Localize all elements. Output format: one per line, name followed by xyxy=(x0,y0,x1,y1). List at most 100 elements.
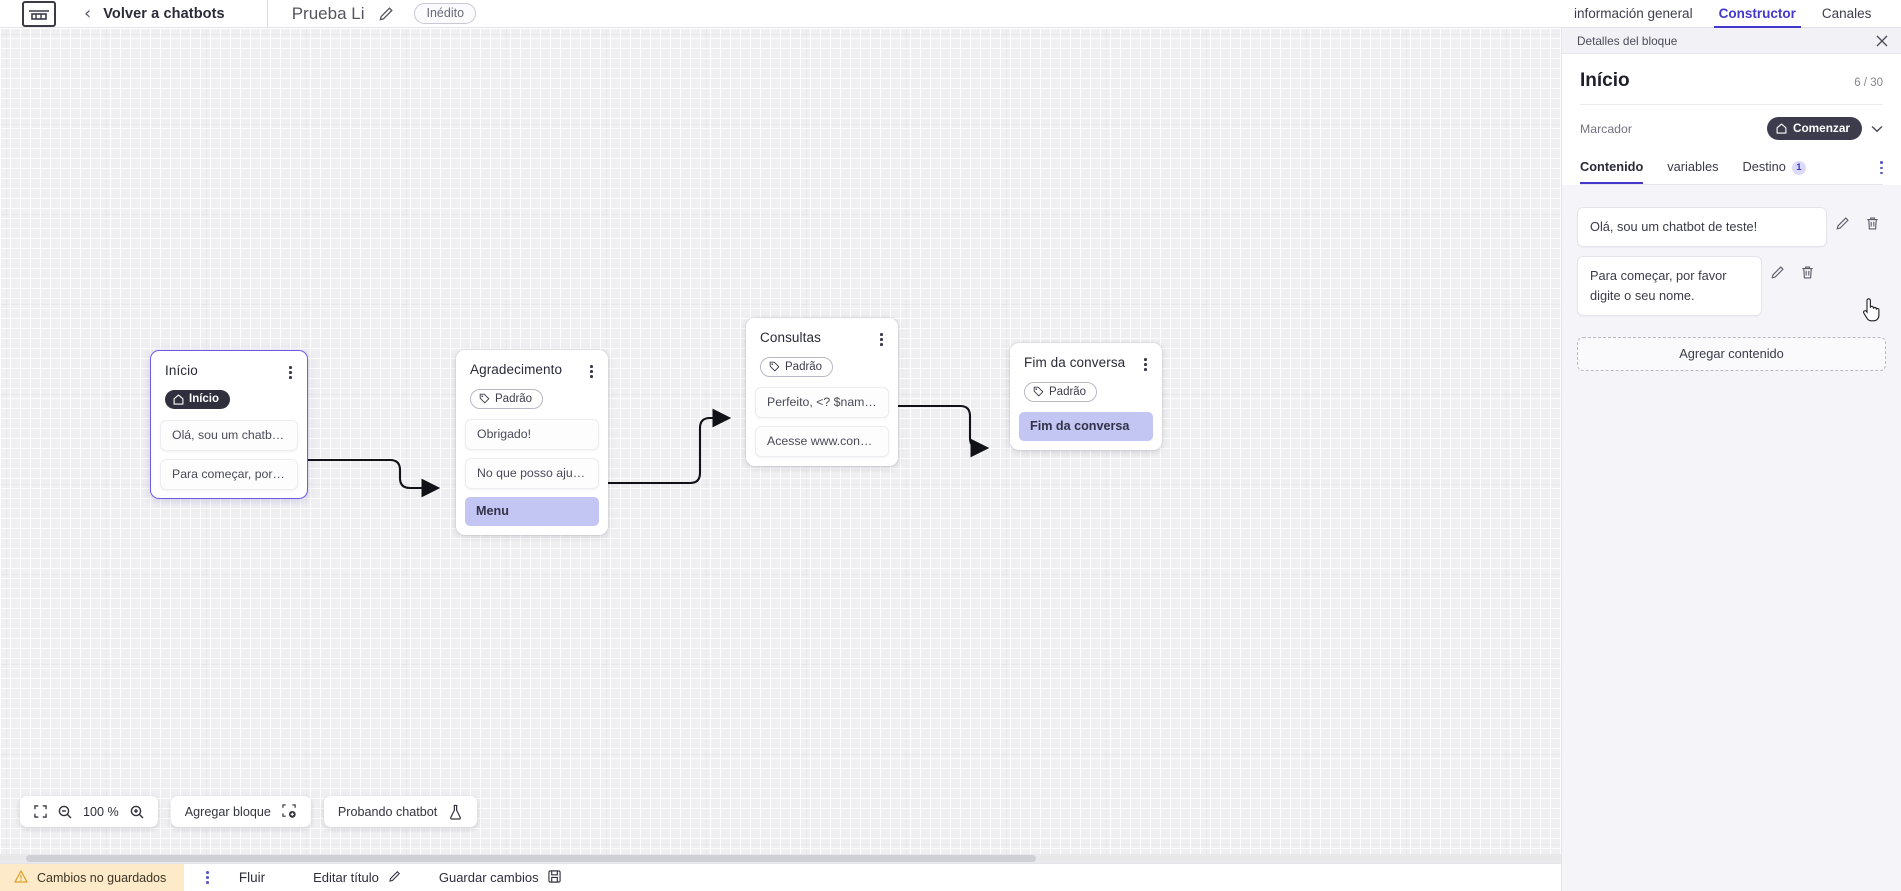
marcador-row: Marcador Comenzar xyxy=(1580,105,1883,152)
flow-node-fim-da-conversa[interactable]: Fim da conversa Padrão Fim da conversa xyxy=(1010,343,1162,451)
node-title: Fim da conversa xyxy=(1024,355,1126,370)
top-bar: ‹ Volver a chatbots Prueba Li Inédito xyxy=(0,0,1561,31)
block-details-panel: Detalles del bloque Início 6 / 30 Marcad… xyxy=(1561,28,1901,891)
pencil-icon xyxy=(388,870,401,886)
node-row-message[interactable]: Obrigado! xyxy=(465,419,599,451)
node-menu-button[interactable] xyxy=(878,330,885,349)
zoom-out-icon[interactable] xyxy=(58,805,72,819)
add-block-button[interactable]: Agregar bloque xyxy=(170,796,311,827)
content-item-text[interactable]: Para começar, por favor digite o seu nom… xyxy=(1577,256,1762,316)
chevron-left-icon[interactable]: ‹ xyxy=(84,2,92,24)
status-badge: Inédito xyxy=(414,3,477,24)
test-chatbot-label: Probando chatbot xyxy=(337,804,438,819)
back-to-chatbots-link[interactable]: Volver a chatbots xyxy=(103,5,225,22)
panel-tab-variables[interactable]: variables xyxy=(1667,159,1719,175)
node-row-action[interactable]: Fim da conversa xyxy=(1019,412,1153,442)
home-icon xyxy=(1776,123,1787,134)
panel-block-title: Início xyxy=(1580,70,1630,91)
tab-informacion-general[interactable]: información general xyxy=(1574,6,1693,21)
node-rows: Olá, sou um chatbot de teste! Para começ… xyxy=(151,410,307,490)
footer-tab-fluir[interactable]: Fluir xyxy=(229,865,275,891)
content-item: Olá, sou um chatbot de teste! xyxy=(1577,206,1887,248)
node-menu-button[interactable] xyxy=(588,362,595,381)
node-rows: Perfeito, <? $name ?>! Acesse www.consul… xyxy=(746,377,898,458)
panel-title-row: Início 6 / 30 xyxy=(1580,54,1883,105)
add-block-label: Agregar bloque xyxy=(184,804,271,819)
edit-title-button[interactable]: Editar título xyxy=(313,870,401,886)
node-badge-padrao: Padrão xyxy=(1024,381,1098,403)
chevron-down-icon[interactable] xyxy=(1871,122,1883,136)
node-row-message[interactable]: Acesse www.consultas.com par... xyxy=(755,426,889,458)
node-title: Agradecimento xyxy=(470,362,563,377)
content-item-text[interactable]: Olá, sou um chatbot de teste! xyxy=(1577,206,1827,248)
panel-tab-destino-count: 1 xyxy=(1791,160,1806,175)
node-rows: Fim da conversa xyxy=(1010,402,1162,442)
footer-bar: Cambios no guardados Fluir Editar título… xyxy=(0,863,1561,891)
panel-body: Início 6 / 30 Marcador Comenzar Contenid… xyxy=(1562,54,1901,185)
flow-canvas[interactable]: Início Início Olá, sou um chatbot de tes… xyxy=(0,28,1561,863)
node-row-action[interactable]: Menu xyxy=(465,497,599,527)
tab-canales[interactable]: Canales xyxy=(1821,6,1872,21)
node-menu-button[interactable] xyxy=(1142,355,1149,374)
zoom-in-icon[interactable] xyxy=(130,805,144,819)
zoom-controls: 100 % xyxy=(20,796,158,827)
node-row-message[interactable]: No que posso ajudar, <? $name ... xyxy=(465,458,599,490)
panel-tabs-menu-button[interactable] xyxy=(1880,161,1883,175)
add-block-icon xyxy=(282,804,297,819)
marcador-control[interactable]: Comenzar xyxy=(1766,117,1883,140)
trash-icon[interactable] xyxy=(1857,207,1887,231)
node-badge-inicio: Início xyxy=(165,389,231,410)
pencil-icon[interactable] xyxy=(1827,207,1857,231)
content-item: Para começar, por favor digite o seu nom… xyxy=(1577,256,1887,316)
panel-content-list: Olá, sou um chatbot de teste! Para começ… xyxy=(1562,185,1901,316)
panel-tabs: Contenido variables Destino 1 xyxy=(1580,152,1883,185)
save-icon xyxy=(547,869,561,886)
node-title: Consultas xyxy=(760,330,821,345)
flow-node-inicio[interactable]: Início Início Olá, sou um chatbot de tes… xyxy=(150,350,308,499)
node-badges: Padrão xyxy=(1010,374,1162,403)
panel-tab-destino[interactable]: Destino 1 xyxy=(1730,152,1817,184)
close-icon[interactable] xyxy=(1875,34,1889,48)
home-icon xyxy=(173,394,184,405)
node-header: Início xyxy=(151,351,307,382)
pencil-icon[interactable] xyxy=(1762,256,1792,280)
panel-tab-contenido[interactable]: Contenido xyxy=(1580,152,1655,185)
node-rows: Obrigado! No que posso ajudar, <? $name … xyxy=(456,409,608,527)
node-badges: Início xyxy=(151,382,307,410)
flask-icon xyxy=(448,804,463,820)
zoom-level: 100 % xyxy=(83,804,119,819)
flow-node-consultas[interactable]: Consultas Padrão Perfeito, <? $name ?>! … xyxy=(746,318,898,467)
marcador-label: Marcador xyxy=(1580,121,1632,136)
node-row-message[interactable]: Olá, sou um chatbot de teste! xyxy=(160,419,298,451)
warning-icon xyxy=(14,869,28,886)
node-title: Início xyxy=(165,363,198,378)
node-row-message[interactable]: Para começar, por favor digite o ... xyxy=(160,458,298,490)
tab-constructor[interactable]: Constructor xyxy=(1706,6,1809,28)
trash-icon[interactable] xyxy=(1792,256,1822,280)
unsaved-changes-banner: Cambios no guardados xyxy=(0,863,185,891)
node-badges: Padrão xyxy=(746,349,898,378)
divider xyxy=(266,0,268,31)
tag-icon xyxy=(1033,387,1044,397)
test-chatbot-button[interactable]: Probando chatbot xyxy=(323,796,478,827)
pencil-icon[interactable] xyxy=(378,6,394,22)
footer-menu-button[interactable] xyxy=(206,871,209,884)
flow-node-agradecimento[interactable]: Agradecimento Padrão Obrigado! No que po… xyxy=(456,350,608,536)
save-changes-label: Guardar cambios xyxy=(438,870,539,885)
marcador-badge-comenzar[interactable]: Comenzar xyxy=(1766,117,1862,140)
panel-tab-destino-label: Destino xyxy=(1742,159,1786,174)
node-badge-padrao: Padrão xyxy=(470,388,544,410)
canvas-horizontal-scrollbar[interactable] xyxy=(0,854,1561,863)
node-header: Consultas xyxy=(746,318,898,349)
flow-logo-icon[interactable] xyxy=(22,0,56,27)
node-row-message[interactable]: Perfeito, <? $name ?>! xyxy=(755,387,889,419)
scrollbar-thumb[interactable] xyxy=(26,855,1036,862)
add-content-button[interactable]: Agregar contenido xyxy=(1577,336,1886,371)
node-menu-button[interactable] xyxy=(287,363,294,382)
page-title: Prueba Li xyxy=(291,3,365,23)
tag-icon xyxy=(769,362,780,372)
fit-screen-icon[interactable] xyxy=(34,805,47,818)
canvas-toolbar: 100 % Agregar bloque Pro xyxy=(20,796,478,827)
save-changes-button[interactable]: Guardar cambios xyxy=(438,869,561,886)
